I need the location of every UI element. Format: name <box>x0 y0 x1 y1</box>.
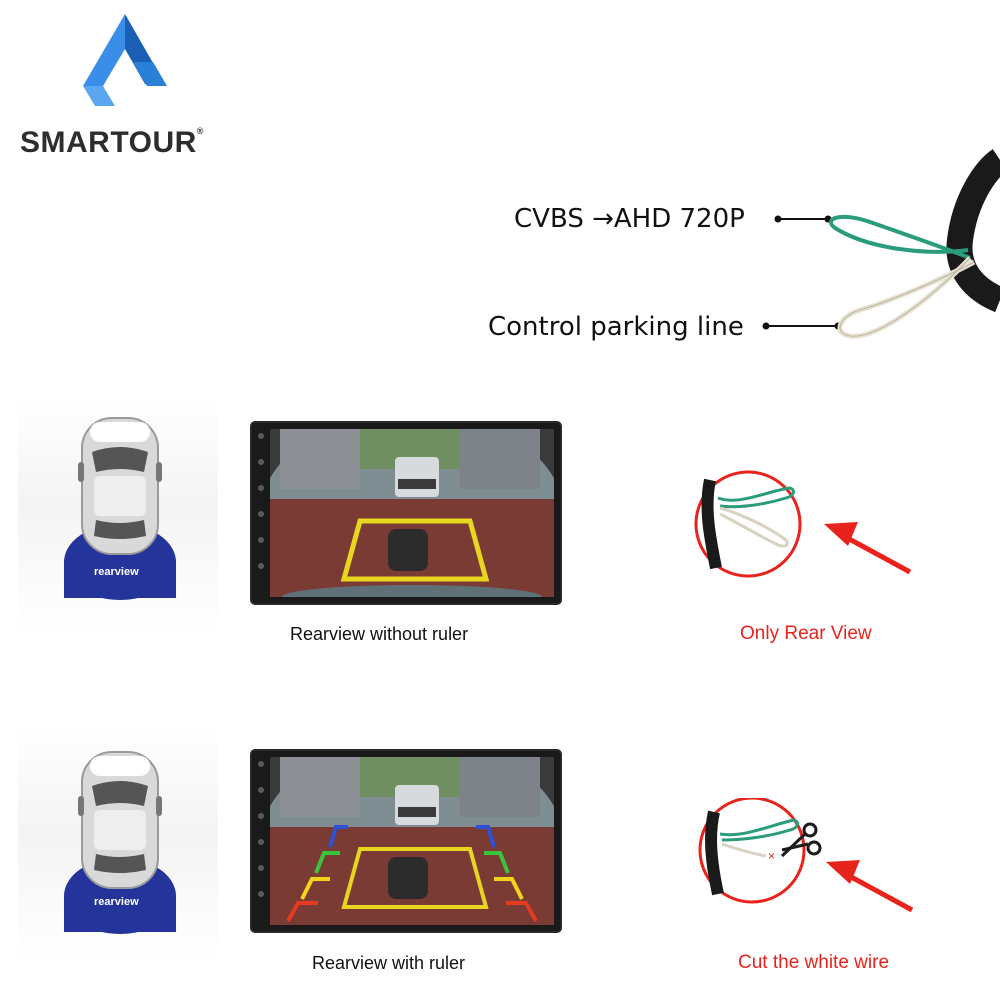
camera-cable-illustration <box>762 149 1000 339</box>
caption-without-ruler: Rearview without ruler <box>290 624 469 644</box>
red-arrow-icon <box>824 522 858 546</box>
green-wire-label: CVBS →AHD 720P <box>514 204 745 234</box>
svg-text:×: × <box>768 849 775 863</box>
white-wire-label: Control parking line <box>488 312 744 342</box>
camera-view-with-ruler <box>270 757 554 925</box>
brand-logo: SMARTOUR® <box>20 14 230 159</box>
rearview-badge: rearview <box>94 566 139 578</box>
car-rearview-icon <box>64 417 176 600</box>
head-unit-buttons <box>255 761 267 921</box>
camera-view-no-ruler <box>270 429 554 597</box>
head-unit-screen-no-ruler <box>250 421 562 605</box>
car-rearview-icon <box>64 751 176 934</box>
rearview-badge: rearview <box>94 896 139 908</box>
result-only-rear-view: Only Rear View <box>740 623 872 644</box>
scissors-icon <box>780 822 822 858</box>
head-unit-screen-with-ruler <box>250 749 562 933</box>
wire-cut-illustration: × <box>698 798 914 913</box>
logo-mark-icon <box>83 14 167 106</box>
result-cut-white-wire: Cut the white wire <box>738 952 890 973</box>
red-arrow-icon <box>826 860 860 884</box>
head-unit-buttons <box>255 433 267 593</box>
wire-intact-illustration <box>694 470 912 578</box>
brand-name: SMARTOUR® <box>20 126 204 159</box>
caption-with-ruler: Rearview with ruler <box>312 953 466 973</box>
